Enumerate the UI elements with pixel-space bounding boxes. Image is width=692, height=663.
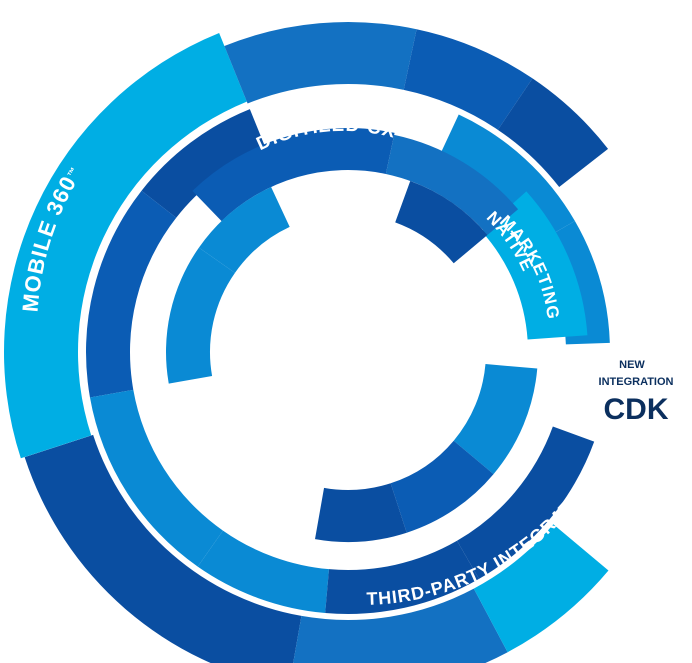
inner-seg-left-upper	[198, 187, 290, 273]
cdk-new-text: NEW	[619, 359, 645, 371]
middle-seg-left-upper	[141, 109, 267, 218]
cdk-logo-text: CDK	[604, 393, 669, 426]
inner-seg-left	[165, 247, 235, 384]
outer-seg-mobile	[4, 33, 247, 459]
native-marketing-seg	[481, 191, 588, 340]
outer-seg-top	[224, 21, 417, 104]
inner-seg-right-lower	[390, 440, 494, 533]
cdk-badge: NEW INTEGRATION CDK	[586, 343, 678, 435]
outer-seg-bottom-right	[473, 524, 609, 653]
cdk-integration-text: INTEGRATION	[599, 376, 674, 388]
outer-seg-bottom-left	[24, 434, 302, 663]
inner-seg-right	[453, 364, 538, 475]
cdk-badge-circle	[586, 343, 678, 435]
outer-seg-top-right-b	[497, 78, 609, 188]
inner-seg-top-right-inner	[395, 180, 488, 264]
middle-seg-bottom-right	[457, 426, 595, 579]
middle-seg-left-lower	[89, 389, 223, 567]
ring-segments	[4, 21, 610, 663]
outer-seg-bottom	[293, 588, 508, 663]
outer-seg-top-right-a	[403, 29, 533, 130]
inner-seg-top-right	[385, 134, 519, 236]
inner-seg-digitized	[192, 128, 395, 222]
middle-seg-bottom	[197, 530, 330, 614]
middle-seg-left	[86, 190, 177, 398]
middle-seg-third-party	[325, 540, 479, 614]
inner-seg-bottom	[315, 483, 407, 542]
